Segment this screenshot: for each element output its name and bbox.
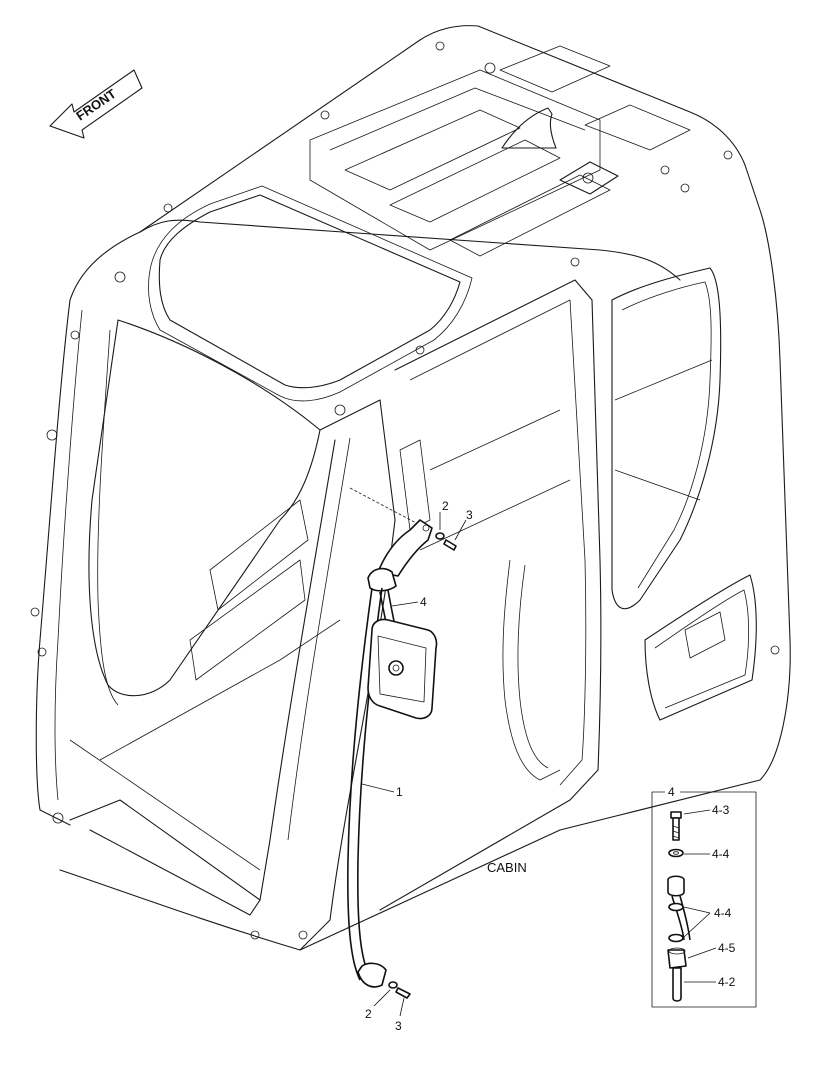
detail-label-4-2: 4-2 bbox=[718, 975, 736, 989]
detail-arm bbox=[667, 875, 691, 943]
detail-label-4-3: 4-3 bbox=[712, 803, 730, 817]
cabin-label: CABIN bbox=[487, 860, 527, 875]
detail-box: 4 4-3 4-4 4-4 4-5 4-2 bbox=[651, 785, 757, 1008]
callout-4: 4 bbox=[420, 595, 427, 609]
callout-3-bottom: 3 bbox=[395, 1019, 402, 1033]
detail-label-4-5: 4-5 bbox=[718, 941, 736, 955]
callout-2-top: 2 bbox=[442, 499, 449, 513]
detail-label-4-4-b: 4-4 bbox=[714, 906, 732, 920]
bolt-bottom bbox=[395, 987, 411, 999]
callout-2-bottom: 2 bbox=[365, 1007, 372, 1021]
upper-bracket bbox=[377, 519, 433, 577]
washer-top bbox=[435, 532, 445, 540]
callout-3-top: 3 bbox=[466, 508, 473, 522]
detail-label-4-4-a: 4-4 bbox=[712, 847, 730, 861]
front-arrow-label: FRONT bbox=[73, 86, 119, 124]
cabin-outline bbox=[30, 25, 791, 951]
callout-1: 1 bbox=[396, 785, 403, 799]
detail-washer-1 bbox=[668, 848, 684, 858]
front-arrow: FRONT bbox=[49, 69, 143, 139]
detail-bolt bbox=[670, 811, 682, 841]
lower-bracket bbox=[357, 962, 387, 988]
detail-stay bbox=[672, 967, 682, 1002]
mirror-assembly bbox=[347, 487, 457, 999]
clamp-top bbox=[367, 567, 397, 592]
mirror-stay bbox=[347, 587, 373, 981]
detail-nut bbox=[667, 949, 687, 969]
detail-box-title: 4 bbox=[668, 785, 675, 799]
bolt-top bbox=[443, 539, 457, 551]
washer-bottom bbox=[388, 981, 398, 989]
callouts: 2 3 4 1 2 3 bbox=[361, 499, 473, 1033]
